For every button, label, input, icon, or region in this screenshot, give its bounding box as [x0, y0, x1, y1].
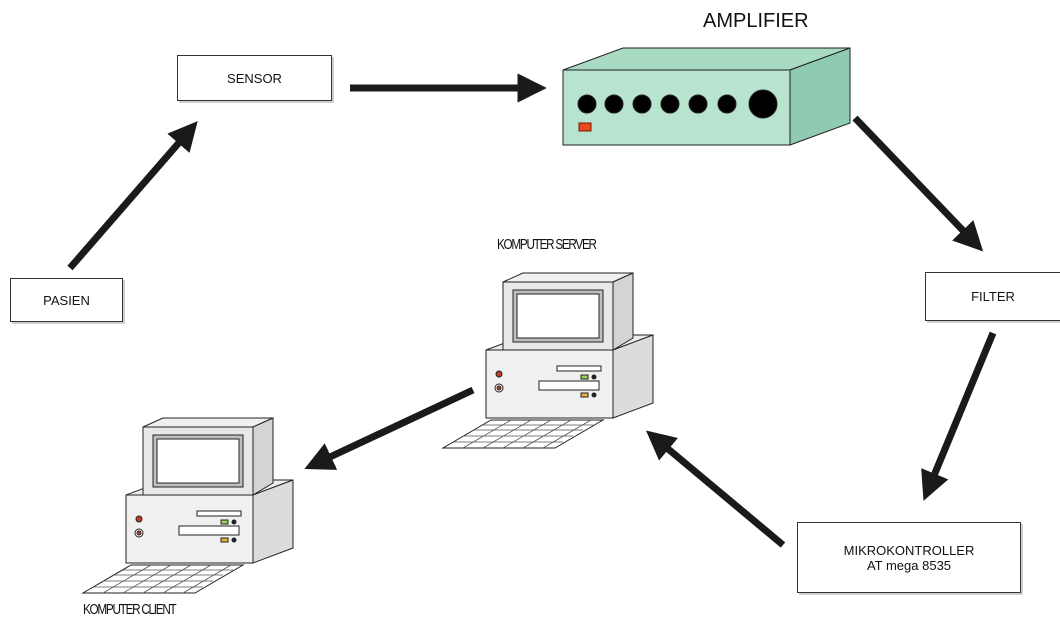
arrow-mikrokontroller-to-server: [645, 430, 786, 548]
sensor-node: SENSOR: [177, 55, 332, 101]
mikrokontroller-label-line2: AT mega 8535: [866, 557, 952, 573]
filter-node: FILTER: [925, 272, 1060, 321]
mikrokontroller-node: MIKROKONTROLLER AT mega 8535: [797, 522, 1021, 593]
amplifier-knob: [632, 94, 652, 114]
amplifier-label: AMPLIFIER: [703, 10, 809, 32]
amplifier-device-icon: [562, 47, 851, 146]
amplifier-led: [578, 122, 592, 132]
arrow-filter-to-mikrokontroller: [921, 331, 997, 501]
desktop-computer-icon: [81, 417, 294, 594]
client-label: KOMPUTER CLIENT: [83, 601, 177, 618]
pasien-node: PASIEN: [10, 278, 123, 322]
amplifier-knob: [688, 94, 708, 114]
arrow-server-to-client: [304, 386, 475, 470]
desktop-computer-icon: [441, 272, 654, 449]
amplifier-knob: [660, 94, 680, 114]
mikrokontroller-label-line1: MIKROKONTROLLER: [843, 542, 975, 558]
pasien-label: PASIEN: [43, 292, 90, 308]
server-label: KOMPUTER SERVER: [497, 236, 597, 253]
arrow-amplifier-to-filter: [852, 115, 984, 252]
amplifier-knob: [604, 94, 624, 114]
filter-label: FILTER: [971, 289, 1015, 304]
amplifier-large-knob: [748, 89, 778, 119]
amplifier-knob: [577, 94, 597, 114]
arrow-pasien-to-sensor: [67, 121, 198, 271]
flow-arrows: [67, 73, 997, 548]
amplifier-knob: [717, 94, 737, 114]
sensor-label: SENSOR: [227, 70, 282, 86]
